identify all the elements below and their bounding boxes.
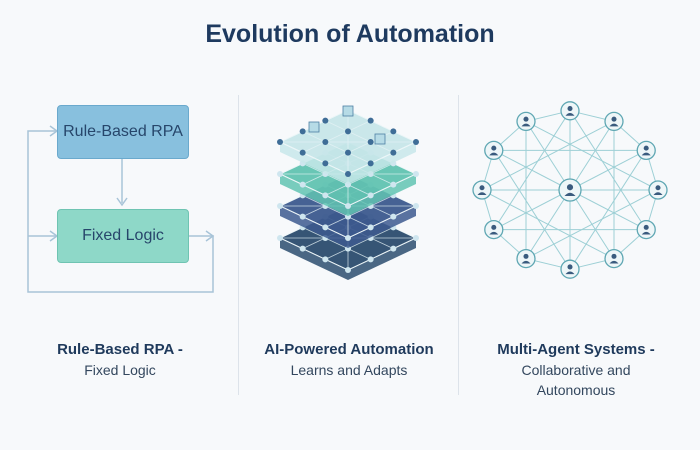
- caption-ai-sub: Learns and Adapts: [290, 362, 408, 378]
- caption-ai-head: AI-Powered Automation: [264, 341, 434, 358]
- caption-rpa-sub: Fixed Logic: [84, 362, 156, 378]
- agent-icon-1: [560, 101, 580, 121]
- central-agent-icon: [558, 178, 582, 202]
- agent-icon-7: [560, 259, 580, 279]
- caption-multi-agent-sub-2: Autonomous: [536, 382, 616, 398]
- agent-icon-8: [516, 248, 536, 269]
- agent-icon-9: [484, 219, 504, 240]
- agent-icon-10: [472, 180, 492, 200]
- agent-icon-5: [636, 219, 656, 240]
- divider-left: [238, 95, 239, 395]
- agent-icon-3: [636, 140, 656, 161]
- data-node-icon: [308, 121, 320, 133]
- data-node-icon: [342, 105, 354, 117]
- page-title: Evolution of Automation: [205, 20, 495, 48]
- divider-right: [458, 95, 459, 395]
- agent-icon-12: [516, 111, 536, 132]
- fixed-logic-box: Fixed Logic: [57, 209, 189, 263]
- agent-icon-4: [648, 180, 668, 200]
- agent-icon-6: [604, 248, 624, 269]
- caption-multi-agent-sub-1: Collaborative and: [521, 362, 631, 378]
- agent-icon-11: [484, 140, 504, 161]
- caption-rpa-head: Rule-Based RPA -: [57, 341, 183, 358]
- caption-ai: AI-Powered Automation Learns and Adapts: [239, 340, 459, 380]
- caption-rpa: Rule-Based RPA - Fixed Logic: [10, 340, 230, 380]
- agent-icon-2: [604, 111, 624, 132]
- rule-based-rpa-box: Rule-Based RPA: [57, 105, 189, 159]
- caption-multi-agent: Multi-Agent Systems - Collaborative and …: [466, 340, 686, 400]
- caption-multi-agent-head: Multi-Agent Systems -: [497, 341, 655, 358]
- data-node-icon: [374, 133, 386, 145]
